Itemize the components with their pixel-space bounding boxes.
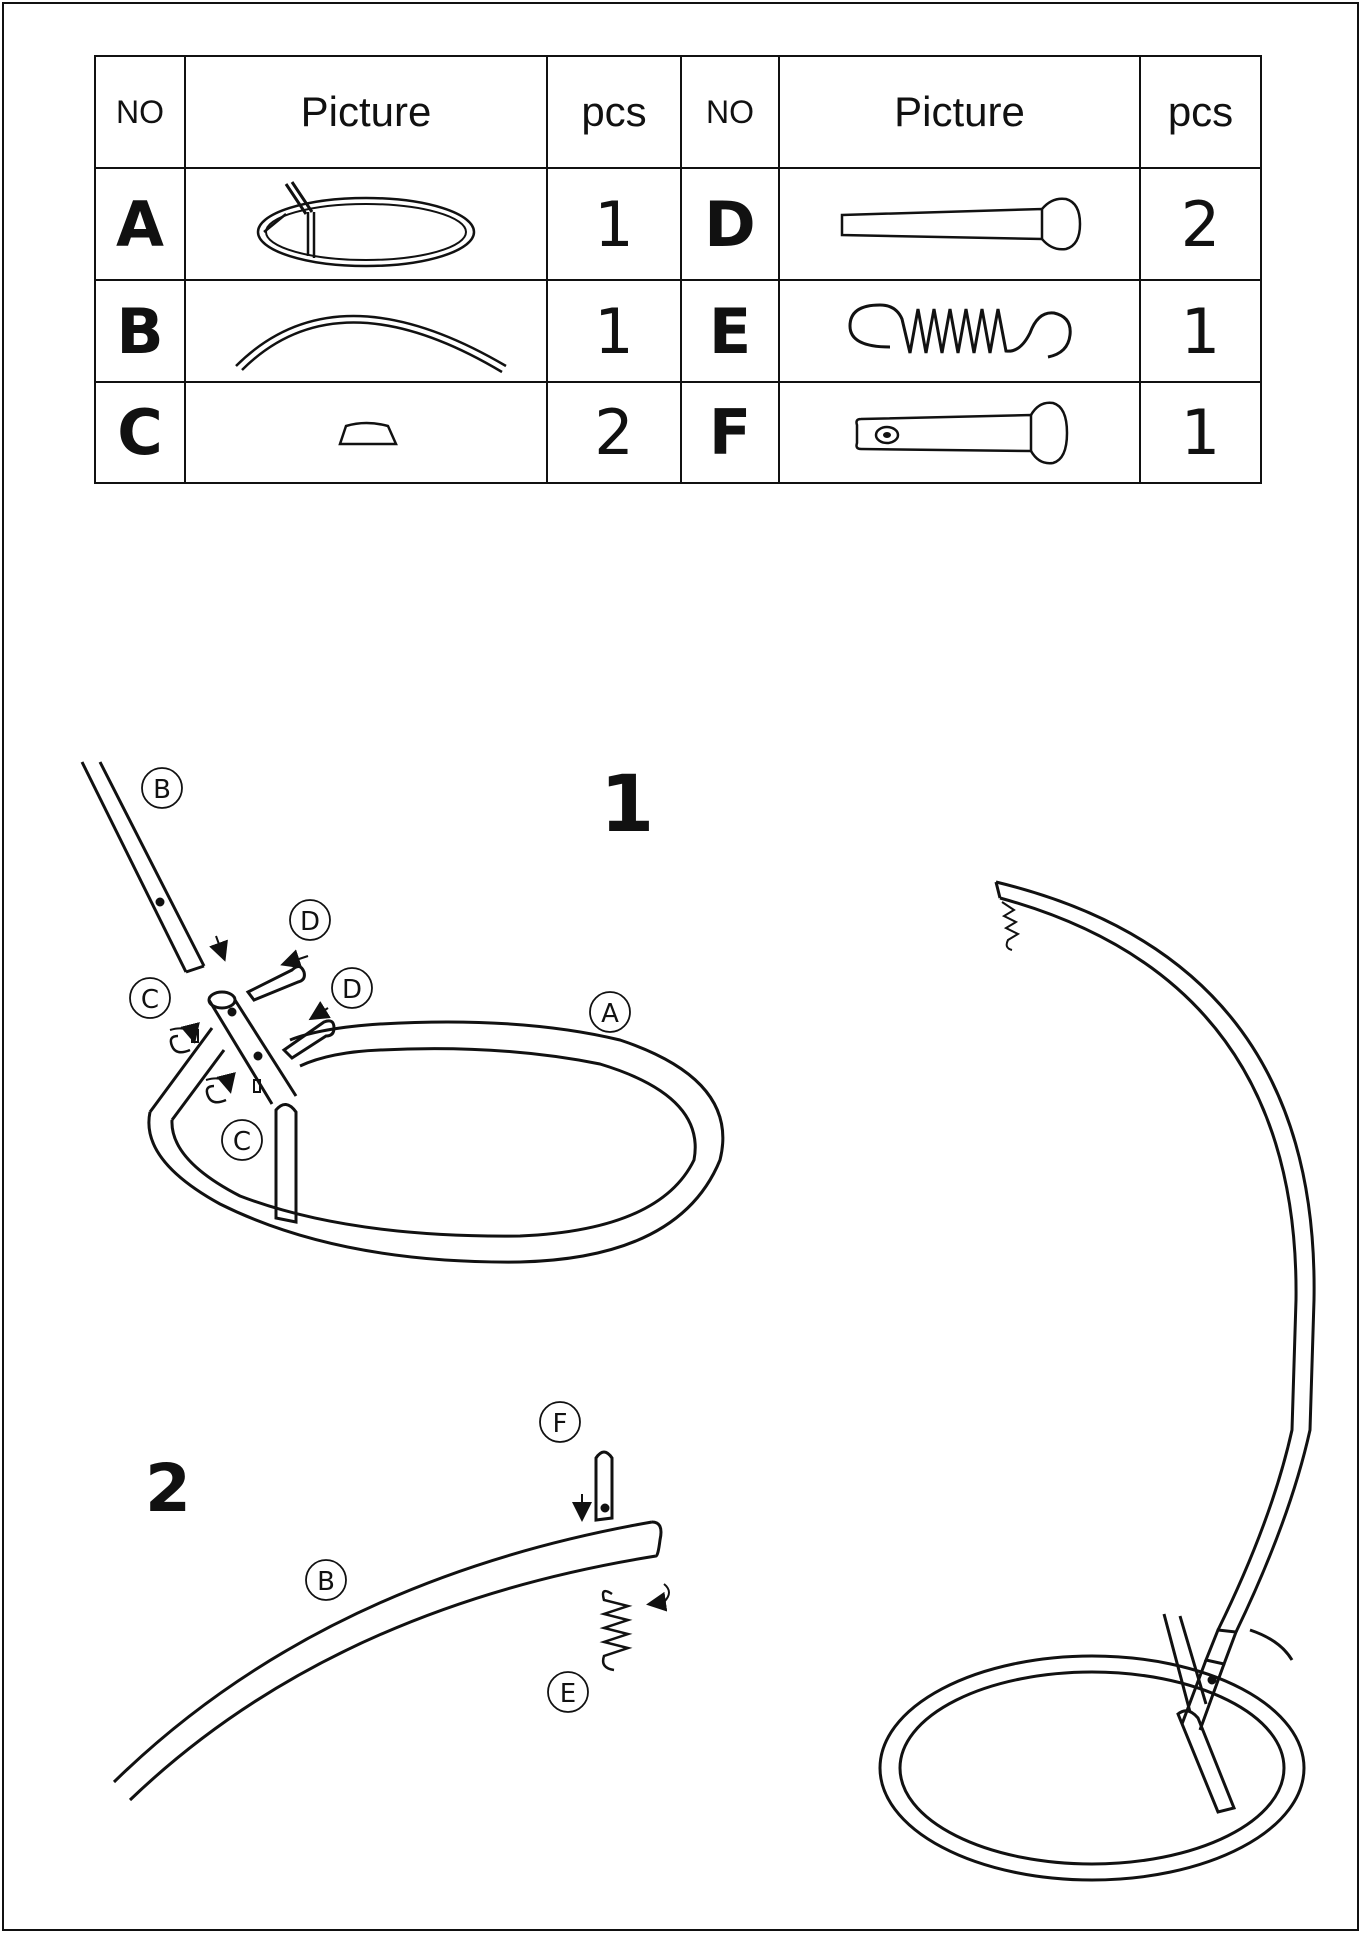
step-2-number: 2 — [145, 1450, 191, 1527]
step-1-number: 1 — [600, 760, 655, 850]
curved-tube-icon — [184, 279, 548, 383]
part-letter: B — [94, 279, 186, 383]
cap-clip-icon — [184, 381, 548, 484]
table-row: C 2 F 1 — [94, 381, 1262, 484]
part-count: 1 — [546, 167, 682, 281]
frame-base-ring-icon — [184, 167, 548, 281]
label-a: A — [589, 991, 631, 1033]
part-count: 2 — [1139, 167, 1262, 281]
assembled-stand-diagram — [878, 880, 1316, 1882]
part-letter: E — [680, 279, 780, 383]
part-count: 1 — [546, 279, 682, 383]
part-count: 2 — [546, 381, 682, 484]
svg-text:D: D — [300, 907, 320, 937]
svg-text:F: F — [553, 1409, 568, 1439]
step-1-diagram — [80, 761, 725, 1264]
part-letter: A — [94, 167, 186, 281]
part-letter: F — [680, 381, 780, 484]
part-count: 1 — [1139, 381, 1262, 484]
table-row: A 1 D 2 — [94, 167, 1262, 281]
label-d-lower: D — [331, 967, 373, 1009]
svg-text:C: C — [141, 985, 159, 1015]
pin-with-hole-icon — [778, 381, 1141, 484]
table-header-row: NO Picture pcs NO Picture pcs — [94, 55, 1262, 169]
label-c-lower: C — [221, 1119, 263, 1161]
part-letter: C — [94, 381, 186, 484]
table-row: B 1 E 1 — [94, 279, 1262, 383]
bolt-pin-icon — [778, 167, 1141, 281]
header-picture-right: Picture — [778, 55, 1141, 169]
label-b-step1: B — [141, 767, 183, 809]
spring-icon — [778, 279, 1141, 383]
header-picture-left: Picture — [184, 55, 548, 169]
part-count: 1 — [1139, 279, 1262, 383]
svg-text:E: E — [560, 1679, 576, 1709]
step-2-diagram — [112, 1450, 670, 1802]
header-no-right: NO — [680, 55, 780, 169]
header-pcs-left: pcs — [546, 55, 682, 169]
header-pcs-right: pcs — [1139, 55, 1262, 169]
svg-text:D: D — [342, 975, 362, 1005]
label-b-step2: B — [305, 1559, 347, 1601]
label-c-upper: C — [129, 977, 171, 1019]
label-f: F — [539, 1401, 581, 1443]
label-d-upper: D — [289, 899, 331, 941]
header-no-left: NO — [94, 55, 186, 169]
label-e: E — [547, 1671, 589, 1713]
svg-text:B: B — [153, 775, 171, 805]
part-letter: D — [680, 167, 780, 281]
parts-table: NO Picture pcs NO Picture pcs A 1 D — [94, 55, 1262, 484]
svg-text:C: C — [233, 1127, 251, 1157]
svg-text:B: B — [317, 1567, 335, 1597]
svg-text:A: A — [601, 999, 619, 1029]
part-labels: B D D C C A F B — [129, 767, 631, 1713]
